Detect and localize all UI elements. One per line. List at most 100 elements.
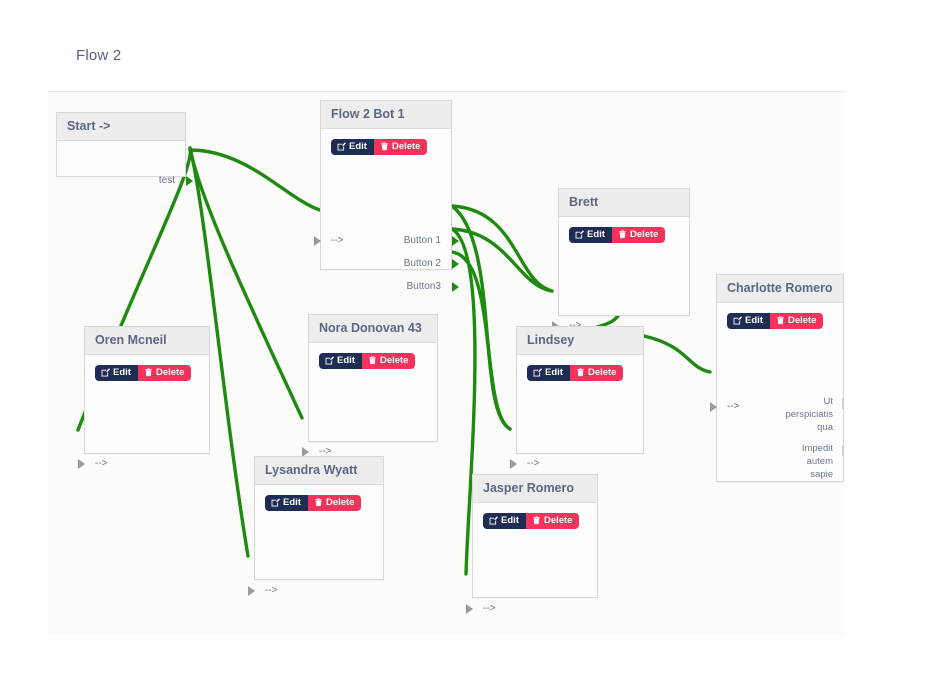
input-port-label[interactable]: --> xyxy=(727,401,740,412)
edit-button-label: Edit xyxy=(349,140,367,152)
edit-pencil-icon xyxy=(489,516,498,525)
delete-button[interactable]: Delete xyxy=(525,512,580,530)
node-text-line: Ut xyxy=(823,396,834,407)
node-text-line: perspiciatis xyxy=(785,409,833,420)
delete-button-label: Delete xyxy=(155,366,185,378)
trash-icon xyxy=(619,230,626,239)
edit-button-label: Edit xyxy=(745,314,763,326)
output-port-label[interactable]: Button 1 xyxy=(403,235,441,246)
node-title: Nora Donovan 43 xyxy=(309,315,437,343)
edit-button[interactable]: Edit xyxy=(727,312,770,330)
edit-button[interactable]: Edit xyxy=(95,364,138,382)
edit-button[interactable]: Edit xyxy=(331,138,374,156)
input-port-label[interactable]: --> xyxy=(319,446,332,457)
node-title: Flow 2 Bot 1 xyxy=(321,101,451,129)
delete-button[interactable]: Delete xyxy=(373,138,428,156)
delete-button[interactable]: Delete xyxy=(361,352,416,370)
edit-button-label: Edit xyxy=(337,354,355,366)
delete-button[interactable]: Delete xyxy=(569,364,624,382)
edit-pencil-icon xyxy=(575,230,584,239)
edit-button[interactable]: Edit xyxy=(569,226,612,244)
output-port-arrow-icon xyxy=(186,176,193,186)
input-port-label[interactable]: --> xyxy=(483,603,496,614)
delete-button-label: Delete xyxy=(391,140,421,152)
edit-pencil-icon xyxy=(533,368,542,377)
trash-icon xyxy=(381,142,388,151)
output-port-label[interactable]: Button 2 xyxy=(403,258,441,269)
input-port-arrow-icon xyxy=(78,459,85,469)
node-actions: Edit Delete xyxy=(265,494,362,512)
output-port-tick[interactable] xyxy=(842,398,844,409)
trash-icon xyxy=(577,368,584,377)
edit-button[interactable]: Edit xyxy=(483,512,526,530)
node-actions: Edit Delete xyxy=(569,226,666,244)
input-port-arrow-icon xyxy=(302,447,309,457)
delete-button-label: Delete xyxy=(787,314,817,326)
node-actions: Edit Delete xyxy=(319,352,416,370)
node-body: test xyxy=(57,141,193,186)
flow-edge xyxy=(188,148,322,212)
input-port-label[interactable]: --> xyxy=(569,320,582,331)
output-port-label[interactable]: test xyxy=(158,175,175,186)
delete-button[interactable]: Delete xyxy=(611,226,666,244)
edit-button-label: Edit xyxy=(501,514,519,526)
node-title: Lysandra Wyatt xyxy=(255,457,383,485)
output-port-tick[interactable] xyxy=(842,445,844,456)
input-port-arrow-icon xyxy=(314,236,321,246)
node-title: Charlotte Romero xyxy=(717,275,843,303)
page-title: Flow 2 xyxy=(76,47,122,64)
input-port-arrow-icon xyxy=(466,604,473,614)
output-port-label[interactable]: Button3 xyxy=(406,281,441,292)
flow-node-flow2bot1[interactable]: Flow 2 Bot 1 Edit Delete --> Button 1 Button … xyxy=(314,100,459,292)
delete-button[interactable]: Delete xyxy=(137,364,192,382)
flow-edge xyxy=(450,250,512,431)
node-actions: Edit Delete xyxy=(727,312,824,330)
node-title: Lindsey xyxy=(517,327,643,355)
edit-button-label: Edit xyxy=(587,228,605,240)
edit-pencil-icon xyxy=(325,356,334,365)
delete-button[interactable]: Delete xyxy=(307,494,362,512)
delete-button-label: Delete xyxy=(379,354,409,366)
node-body: Edit Delete --> Button 1 Button 2 Button3 xyxy=(314,129,459,292)
flow-node-start[interactable]: Start ->test xyxy=(56,112,193,186)
output-port-arrow-icon xyxy=(452,282,459,292)
input-port-arrow-icon xyxy=(710,402,717,412)
edit-button[interactable]: Edit xyxy=(319,352,362,370)
delete-button-label: Delete xyxy=(325,496,355,508)
flow-edge xyxy=(450,204,512,431)
delete-button-label: Delete xyxy=(629,228,659,240)
flow-node-nora-donovan-43[interactable]: Nora Donovan 43 Edit Delete --> xyxy=(302,314,438,457)
edit-button[interactable]: Edit xyxy=(265,494,308,512)
node-title: Oren Mcneil xyxy=(85,327,209,355)
trash-icon xyxy=(777,316,784,325)
page-header-card: Flow 2 xyxy=(48,28,845,92)
trash-icon xyxy=(369,356,376,365)
edit-button[interactable]: Edit xyxy=(527,364,570,382)
delete-button[interactable]: Delete xyxy=(769,312,824,330)
input-port-label[interactable]: --> xyxy=(265,585,278,596)
input-port-arrow-icon xyxy=(248,586,255,596)
input-port-label[interactable]: --> xyxy=(95,458,108,469)
trash-icon xyxy=(145,368,152,377)
flow-edge xyxy=(450,204,554,293)
node-body: Edit Delete --> xyxy=(552,217,689,331)
trash-icon xyxy=(315,498,322,507)
edit-pencil-icon xyxy=(101,368,110,377)
edit-button-label: Edit xyxy=(113,366,131,378)
input-port-label[interactable]: --> xyxy=(527,458,540,469)
node-title: Jasper Romero xyxy=(473,475,597,503)
node-text-line: autem xyxy=(806,456,833,467)
node-text-line: sapie xyxy=(810,469,833,480)
input-port-label[interactable]: --> xyxy=(331,235,344,246)
